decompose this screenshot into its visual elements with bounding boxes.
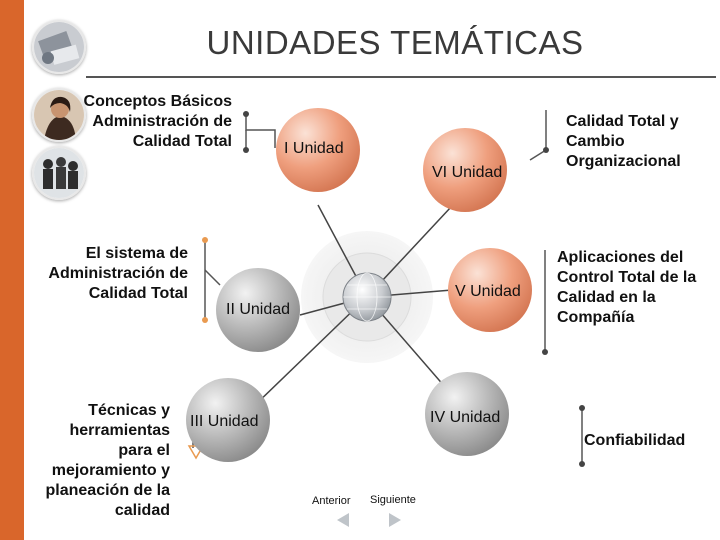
- unit-6-sphere: [423, 128, 507, 212]
- unit-6-description: Calidad Total y Cambio Organizacional: [566, 113, 681, 170]
- unit-1-label[interactable]: I Unidad: [284, 140, 344, 157]
- previous-label: Anterior: [312, 495, 351, 507]
- unit-2-label[interactable]: II Unidad: [226, 301, 291, 318]
- unit-1-description: Conceptos Básicos Administración de Cali…: [83, 93, 232, 150]
- unit-4-description: Confiabilidad: [584, 432, 686, 449]
- unit-2-sphere: [216, 268, 300, 352]
- title-divider: [86, 76, 716, 78]
- unit-5-sphere: [448, 248, 532, 332]
- unit-4-sphere: [425, 372, 509, 456]
- sidebar-divider: [24, 0, 32, 540]
- page-title: UNIDADES TEMÁTICAS: [206, 24, 584, 61]
- unit-3-sphere: [186, 378, 270, 462]
- sidebar-accent-bar: [0, 0, 26, 540]
- unit-1-sphere: [276, 108, 360, 192]
- unit-5-label[interactable]: V Unidad: [455, 283, 521, 300]
- team-photo-icon: [32, 146, 86, 200]
- woman-photo-icon: [32, 88, 86, 142]
- connector-dots: [243, 111, 585, 467]
- previous-arrow-icon[interactable]: [333, 512, 355, 528]
- next-label: Siguiente: [370, 494, 416, 506]
- unit-5-description: Aplicaciones del Control Total de la Cal…: [557, 249, 697, 326]
- unit-4-label[interactable]: IV Unidad: [430, 409, 501, 426]
- connectors: [192, 110, 583, 464]
- unit-3-label[interactable]: III Unidad: [190, 413, 259, 430]
- next-arrow-icon[interactable]: [383, 512, 405, 528]
- unit-3-description: Técnicas y herramientas para el mejorami…: [45, 402, 170, 519]
- unit-2-description: El sistema de Administración de Calidad …: [48, 245, 188, 302]
- office-photo-icon: [32, 20, 86, 74]
- unit-6-label[interactable]: VI Unidad: [432, 164, 503, 181]
